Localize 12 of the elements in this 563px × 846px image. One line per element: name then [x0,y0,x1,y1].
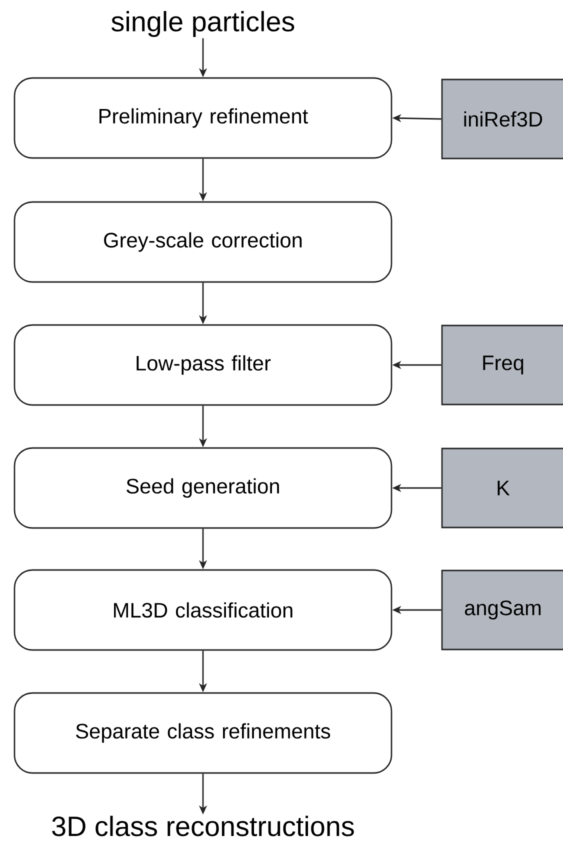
process-box: Grey-scale correction [14,201,392,283]
parameter-box: angSam [441,570,563,650]
process-box: ML3D classification [14,569,392,651]
terminal-label: single particles [112,11,294,37]
parameter-box: K [441,448,563,528]
process-box: Low-pass filter [14,324,392,406]
terminal-label: 3D class reconstructions [52,816,354,836]
process-box: Seed generation [14,447,392,529]
process-box: Separate class refinements [14,692,392,774]
process-box: Preliminary refinement [14,77,392,159]
parameter-box: Freq [441,324,563,406]
parameter-box: iniRef3D [441,78,563,160]
